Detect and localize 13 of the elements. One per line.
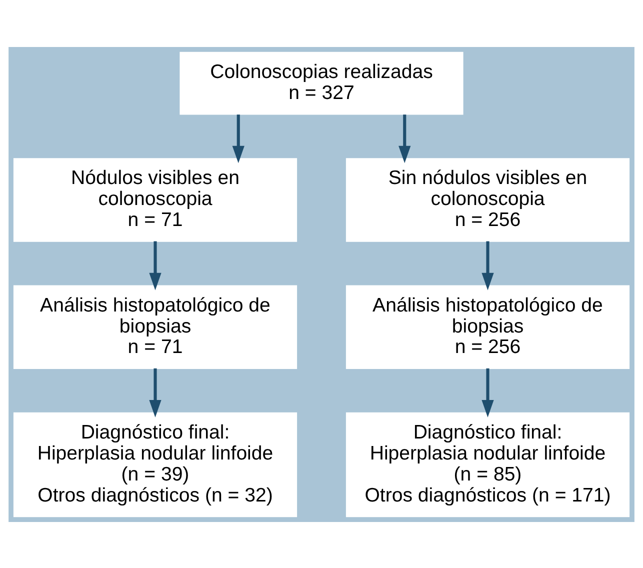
node-box: Análisis histopatológico de biopsias n = 256 <box>346 284 630 369</box>
node-box: Sin nódulos visibles en colonoscopia n = 256 <box>346 158 630 242</box>
arrow <box>149 240 162 290</box>
node-box: Colonoscopias realizadas n = 327 <box>180 51 464 114</box>
node-box: Diagnóstico final: Hiperplasia nodular linfoide (n = 39) Otros diagnósticos (n = 32) <box>13 412 298 517</box>
arrow <box>398 114 411 163</box>
node-box: Análisis histopatológico de biopsias n = 71 <box>13 284 298 369</box>
arrow <box>232 114 244 163</box>
arrow <box>482 368 494 417</box>
arrow <box>482 240 494 290</box>
node-box: Nódulos visibles en colonoscopia n = 71 <box>13 158 298 242</box>
arrow <box>149 368 162 417</box>
node-box: Diagnóstico final: Hiperplasia nodular linfoide (n = 85) Otros diagnósticos (n = 171) <box>346 412 630 517</box>
